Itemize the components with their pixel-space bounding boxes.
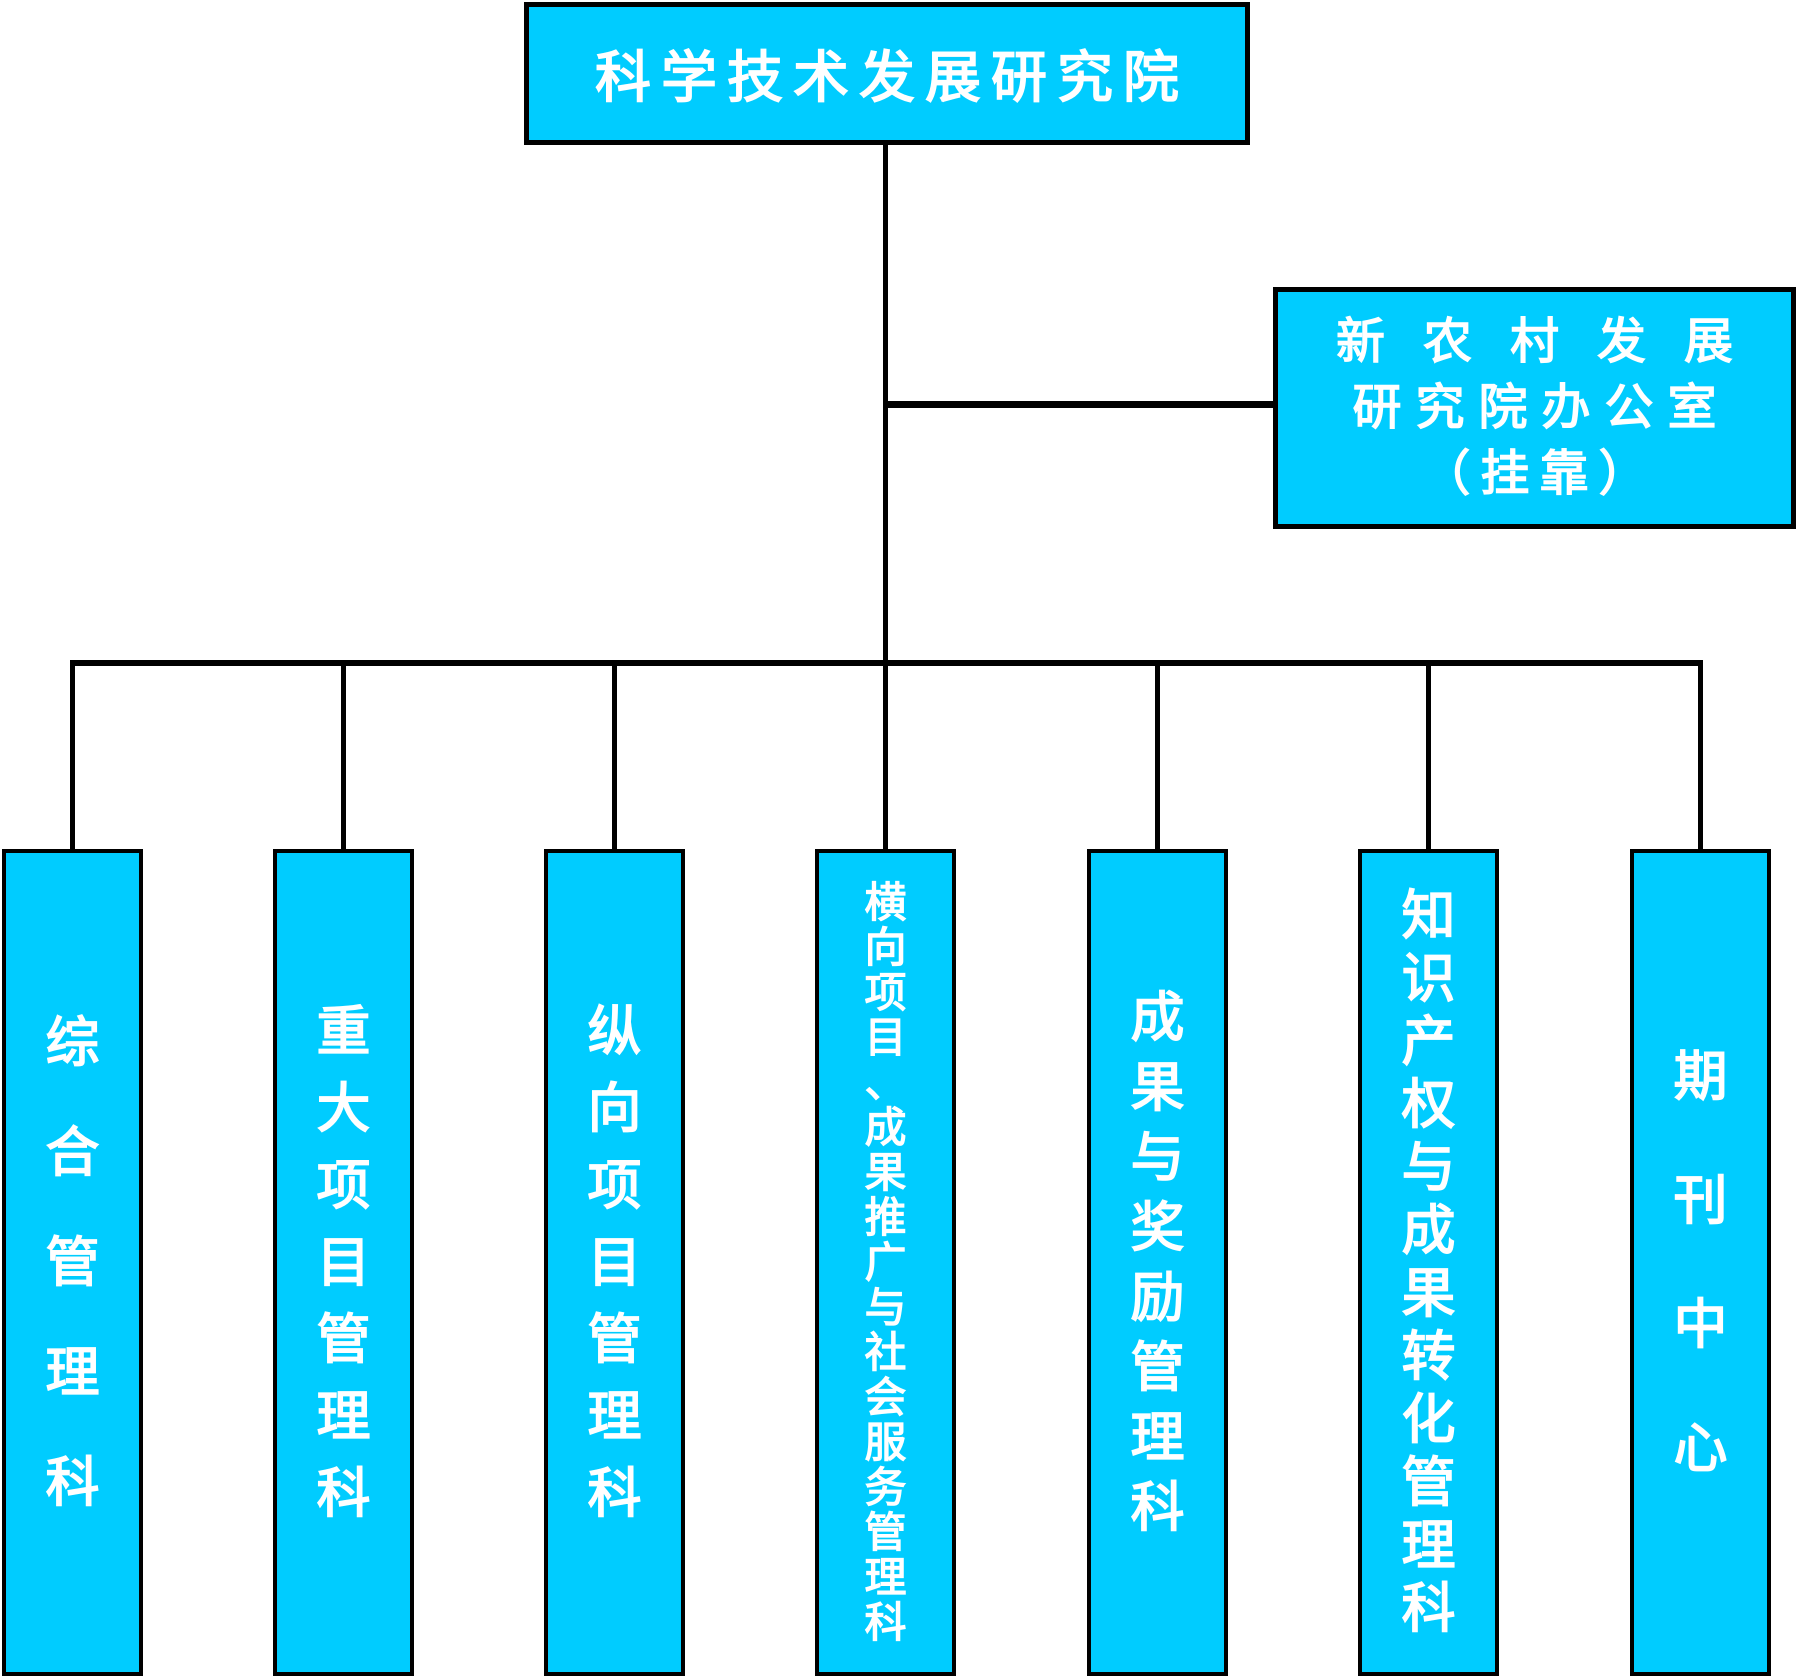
affiliated-node-line-1: 新农村发展 [1335,315,1771,369]
dept-node-label: 知识产权与成果转化管理科 [1401,886,1456,1639]
drop-line-1 [70,664,75,851]
distribution-connector-line [70,660,1703,666]
dept-node-label: 综合管理科 [45,1012,100,1513]
affiliated-node-line-2: 研究院办公室 [1352,381,1731,435]
dept-node-ip-achievement-transformation: 知识产权与成果转化管理科 [1358,849,1499,1676]
affiliated-node: 新农村发展 研究院办公室 （挂靠） [1273,287,1796,529]
dept-node-horizontal-projects-social-service: 横向项目、成果推广与社会服务管理科 [815,849,956,1676]
dept-node-major-projects: 重大项目管理科 [273,849,414,1676]
affiliated-connector-line [883,401,1275,408]
drop-line-4 [883,664,888,851]
dept-node-journal-center: 期刊中心 [1630,849,1771,1676]
affiliated-node-line-3: （挂靠） [1421,447,1658,501]
dept-node-label: 期刊中心 [1673,1046,1728,1479]
drop-line-3 [612,664,617,851]
drop-line-7 [1698,664,1703,851]
root-node-label: 科学技术发展研究院 [595,46,1189,109]
dept-node-achievements-awards: 成果与奖励管理科 [1087,849,1228,1676]
drop-line-2 [341,664,346,851]
dept-node-general-management: 综合管理科 [2,849,143,1676]
dept-node-label: 纵向项目管理科 [587,1001,642,1524]
dept-node-label: 重大项目管理科 [316,1001,371,1524]
dept-node-label: 成果与奖励管理科 [1130,987,1185,1538]
drop-line-5 [1155,664,1160,851]
dept-node-vertical-projects: 纵向项目管理科 [544,849,685,1676]
drop-line-6 [1426,664,1431,851]
root-node: 科学技术发展研究院 [524,2,1250,145]
dept-node-label: 横向项目、成果推广与社会服务管理科 [864,878,907,1646]
